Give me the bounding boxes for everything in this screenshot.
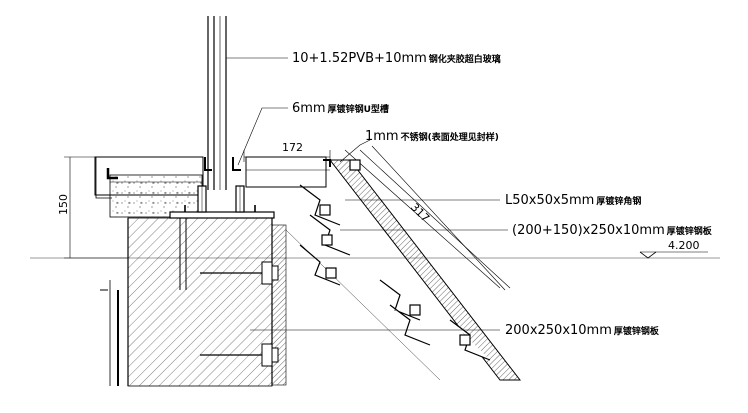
wall-body — [100, 217, 287, 387]
inclined-cladding — [285, 149, 522, 381]
brackets — [299, 159, 491, 361]
elevation-marker — [30, 251, 720, 259]
anchor-bolts — [179, 218, 279, 367]
dim-317 — [371, 145, 506, 291]
leader-lines — [226, 57, 508, 331]
elevation-text: 4.200 — [668, 239, 700, 252]
glass-panel — [207, 16, 227, 190]
dim-172-text: 172 — [282, 141, 303, 154]
u-channel — [169, 185, 275, 219]
coping-block — [94, 156, 331, 218]
dim-317-text: 317 — [408, 201, 432, 225]
dim-172 — [243, 150, 331, 162]
dim-150-text: 150 — [57, 194, 70, 215]
